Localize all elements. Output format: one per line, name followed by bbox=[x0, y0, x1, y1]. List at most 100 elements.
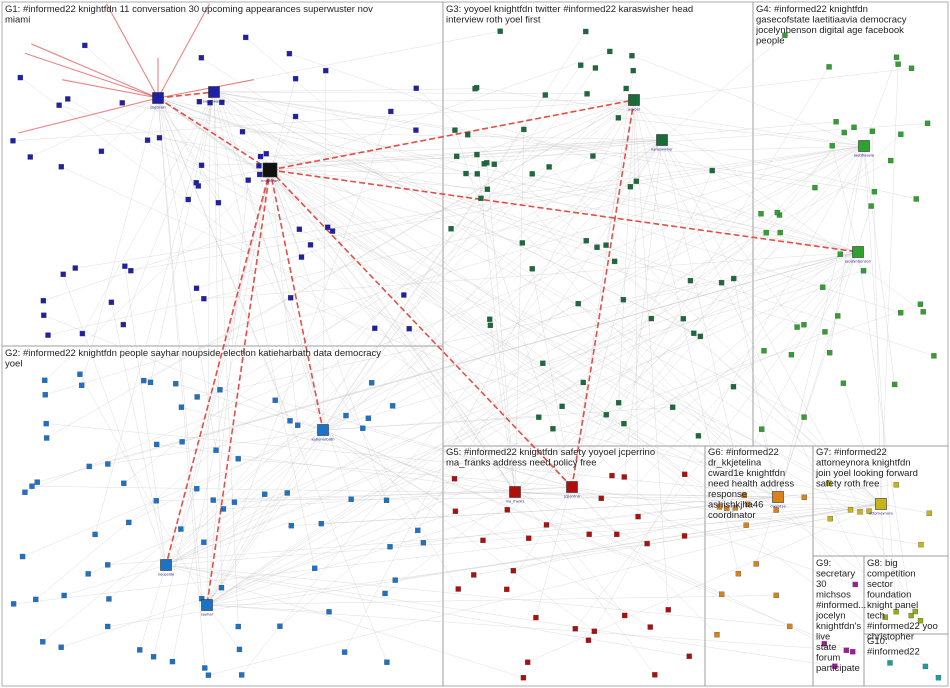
node-g2[interactable] bbox=[33, 597, 38, 602]
node-g8[interactable] bbox=[909, 613, 914, 618]
node-g2[interactable] bbox=[383, 591, 388, 596]
node-g5[interactable] bbox=[456, 587, 461, 592]
node-g1[interactable] bbox=[41, 298, 46, 303]
node-g1[interactable] bbox=[61, 272, 66, 277]
node-g3[interactable] bbox=[629, 53, 634, 58]
node-g6[interactable] bbox=[802, 495, 807, 500]
hub-node-superwuster[interactable] bbox=[209, 87, 220, 98]
node-g1[interactable] bbox=[82, 43, 87, 48]
node-g1[interactable] bbox=[243, 35, 248, 40]
node-g4[interactable] bbox=[778, 230, 783, 235]
node-g7[interactable] bbox=[858, 509, 863, 514]
node-g2[interactable] bbox=[79, 383, 84, 388]
node-g2[interactable] bbox=[105, 562, 110, 567]
node-g3[interactable] bbox=[560, 404, 565, 409]
node-g3[interactable] bbox=[520, 240, 525, 245]
node-g4[interactable] bbox=[852, 125, 857, 130]
node-g2[interactable] bbox=[141, 378, 146, 383]
node-g6[interactable] bbox=[736, 571, 741, 576]
node-g3[interactable] bbox=[543, 92, 548, 97]
node-g3[interactable] bbox=[607, 49, 612, 54]
node-g3[interactable] bbox=[604, 412, 609, 417]
node-g3[interactable] bbox=[691, 331, 696, 336]
node-g3[interactable] bbox=[604, 243, 609, 248]
node-g1[interactable] bbox=[201, 296, 206, 301]
node-g3[interactable] bbox=[593, 65, 598, 70]
node-g2[interactable] bbox=[288, 418, 293, 423]
node-g2[interactable] bbox=[236, 456, 241, 461]
node-g3[interactable] bbox=[590, 154, 595, 159]
node-g3[interactable] bbox=[649, 316, 654, 321]
node-g1[interactable] bbox=[65, 96, 70, 101]
node-g1[interactable] bbox=[287, 51, 292, 56]
node-g2[interactable] bbox=[384, 660, 389, 665]
node-g4[interactable] bbox=[872, 189, 877, 194]
node-g2[interactable] bbox=[179, 405, 184, 410]
node-g3[interactable] bbox=[681, 316, 686, 321]
node-g3[interactable] bbox=[628, 184, 633, 189]
node-g1[interactable] bbox=[257, 172, 262, 177]
node-g1[interactable] bbox=[18, 75, 23, 80]
node-g4[interactable] bbox=[914, 196, 919, 201]
node-g3[interactable] bbox=[731, 384, 736, 389]
node-g2[interactable] bbox=[22, 490, 27, 495]
node-g7[interactable] bbox=[927, 511, 932, 516]
node-g1[interactable] bbox=[199, 55, 204, 60]
node-g5[interactable] bbox=[586, 638, 591, 643]
node-g2[interactable] bbox=[86, 571, 91, 576]
node-g5[interactable] bbox=[599, 496, 604, 501]
node-g1[interactable] bbox=[323, 68, 328, 73]
node-g1[interactable] bbox=[80, 331, 85, 336]
hub-node-attorneynora[interactable] bbox=[876, 499, 887, 510]
node-g3[interactable] bbox=[536, 415, 541, 420]
node-g4[interactable] bbox=[835, 313, 840, 318]
node-g1[interactable] bbox=[299, 255, 304, 260]
node-g4[interactable] bbox=[761, 348, 766, 353]
node-g10[interactable] bbox=[887, 660, 892, 665]
node-g4[interactable] bbox=[759, 427, 764, 432]
node-g1[interactable] bbox=[120, 100, 125, 105]
node-g1[interactable] bbox=[372, 326, 377, 331]
node-g2[interactable] bbox=[180, 439, 185, 444]
hub-node-karaswisher[interactable] bbox=[657, 135, 668, 146]
node-g4[interactable] bbox=[892, 382, 897, 387]
node-g1[interactable] bbox=[199, 163, 204, 168]
node-g1[interactable] bbox=[194, 286, 199, 291]
node-g4[interactable] bbox=[812, 185, 817, 190]
node-g4[interactable] bbox=[820, 285, 825, 290]
hub-node-jocelynbenson[interactable] bbox=[853, 247, 864, 258]
node-g6[interactable] bbox=[774, 593, 779, 598]
node-g6[interactable] bbox=[744, 523, 749, 528]
node-g5[interactable] bbox=[504, 587, 509, 592]
node-g3[interactable] bbox=[581, 380, 586, 385]
node-g2[interactable] bbox=[154, 498, 159, 503]
node-g3[interactable] bbox=[454, 154, 459, 159]
node-g2[interactable] bbox=[319, 521, 324, 526]
node-g2[interactable] bbox=[236, 624, 241, 629]
node-g3[interactable] bbox=[485, 187, 490, 192]
node-g3[interactable] bbox=[576, 301, 581, 306]
node-g2[interactable] bbox=[366, 416, 371, 421]
node-g2[interactable] bbox=[93, 532, 98, 537]
node-g2[interactable] bbox=[77, 372, 82, 377]
node-g1[interactable] bbox=[216, 200, 221, 205]
node-g2[interactable] bbox=[211, 498, 216, 503]
node-g3[interactable] bbox=[616, 400, 621, 405]
node-g2[interactable] bbox=[273, 398, 278, 403]
node-g2[interactable] bbox=[40, 639, 45, 644]
node-g4[interactable] bbox=[842, 130, 847, 135]
node-g10[interactable] bbox=[923, 664, 928, 669]
node-g2[interactable] bbox=[154, 442, 159, 447]
node-g3[interactable] bbox=[463, 171, 468, 176]
node-g3[interactable] bbox=[688, 278, 693, 283]
hub-node-jcperrino[interactable] bbox=[567, 482, 578, 493]
node-g9[interactable] bbox=[844, 648, 849, 653]
node-g3[interactable] bbox=[621, 297, 626, 302]
node-g2[interactable] bbox=[327, 609, 332, 614]
node-g2[interactable] bbox=[206, 673, 211, 678]
node-g4[interactable] bbox=[834, 119, 839, 124]
node-g4[interactable] bbox=[909, 66, 914, 71]
node-g5[interactable] bbox=[666, 607, 671, 612]
node-g3[interactable] bbox=[475, 171, 480, 176]
node-g4[interactable] bbox=[822, 329, 827, 334]
